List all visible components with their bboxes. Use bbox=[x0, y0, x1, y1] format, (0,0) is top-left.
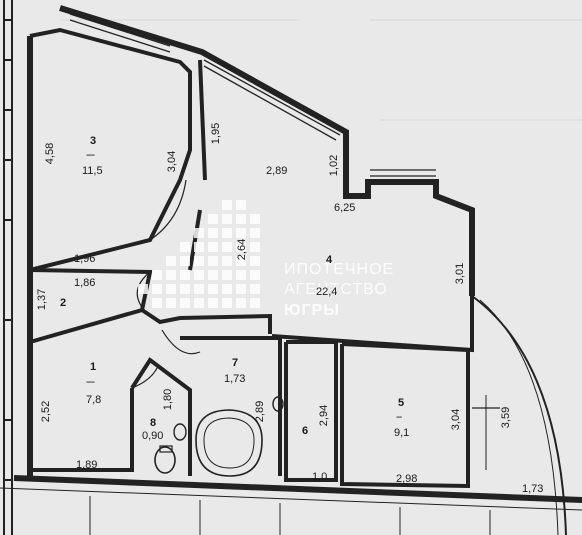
dim-1-96: 1,96 bbox=[74, 253, 96, 265]
room-8-number: 8 bbox=[150, 417, 157, 429]
dim-3-01: 3,01 bbox=[454, 262, 467, 285]
interior-walls bbox=[28, 27, 474, 489]
room-1-number: 1 bbox=[90, 361, 97, 373]
room-4-number: 4 bbox=[326, 254, 333, 266]
dim-1-37: 1,37 bbox=[36, 288, 49, 311]
dim-2-94: 2,94 bbox=[318, 404, 331, 427]
sink-bath bbox=[173, 423, 187, 441]
room-6-number: 6 bbox=[302, 425, 309, 437]
room-3-area: 11,5 bbox=[82, 165, 103, 177]
room-2-number: 2 bbox=[60, 297, 67, 309]
room-5-dash: -- bbox=[396, 411, 402, 423]
dim-2-98: 2,98 bbox=[396, 473, 418, 485]
dim-1-02: 1,02 bbox=[328, 154, 341, 177]
dim-1-95: 1,95 bbox=[210, 122, 223, 145]
loggia-curve bbox=[471, 295, 567, 535]
room-8-area: 0,90 bbox=[142, 430, 164, 442]
dim-2-89-room7: 2,89 bbox=[254, 400, 267, 423]
dim-3-59: 3,59 bbox=[500, 406, 513, 429]
room-5-area: 9,1 bbox=[394, 427, 410, 439]
watermark-line-2: АГЕНТСТВО bbox=[284, 281, 388, 298]
room-3-number: 3 bbox=[90, 135, 97, 147]
dim-6-25: 6,25 bbox=[334, 202, 356, 214]
bathtub-inner bbox=[203, 417, 255, 469]
dim-1-0: 1,0 bbox=[312, 471, 328, 483]
room-4-area: 22,4 bbox=[316, 286, 338, 298]
bathtub bbox=[195, 409, 263, 477]
door-swings bbox=[131, 179, 201, 389]
left-edge-wall bbox=[3, 0, 13, 535]
dim-1-73: 1,73 bbox=[522, 483, 544, 495]
watermark-logo bbox=[138, 200, 260, 308]
dim-2-64: 2,64 bbox=[236, 238, 249, 261]
dim-2-89-top: 2,89 bbox=[266, 165, 288, 177]
room-3-dash: --- bbox=[86, 149, 95, 161]
toilet-tank bbox=[159, 445, 173, 453]
dim-3-04-room5: 3,04 bbox=[450, 408, 463, 431]
toilet-bowl bbox=[154, 446, 176, 474]
room-7-area: 1,73 bbox=[224, 373, 246, 385]
bottom-window-lines bbox=[0, 487, 582, 535]
dim-4-58: 4,58 bbox=[44, 142, 57, 165]
dim-2-52: 2,52 bbox=[40, 400, 53, 423]
sink-room-7 bbox=[272, 396, 284, 412]
room-1-area: 7,8 bbox=[86, 394, 102, 406]
loggia-curve-inner bbox=[479, 299, 559, 535]
window-frames bbox=[69, 13, 436, 177]
room-1-dash: --- bbox=[86, 376, 95, 388]
dim-1-86: 1,86 bbox=[74, 277, 96, 289]
watermark-line-1: ИПОТЕЧНОЕ bbox=[284, 261, 395, 278]
dim-3-04-room3: 3,04 bbox=[166, 150, 179, 173]
watermark-line-3: ЮГРЫ bbox=[284, 302, 340, 319]
room-7-number: 7 bbox=[232, 357, 239, 369]
dim-1-80: 1,80 bbox=[162, 388, 175, 411]
room-5-number: 5 bbox=[398, 397, 405, 409]
dim-1-89: 1,89 bbox=[76, 459, 98, 471]
